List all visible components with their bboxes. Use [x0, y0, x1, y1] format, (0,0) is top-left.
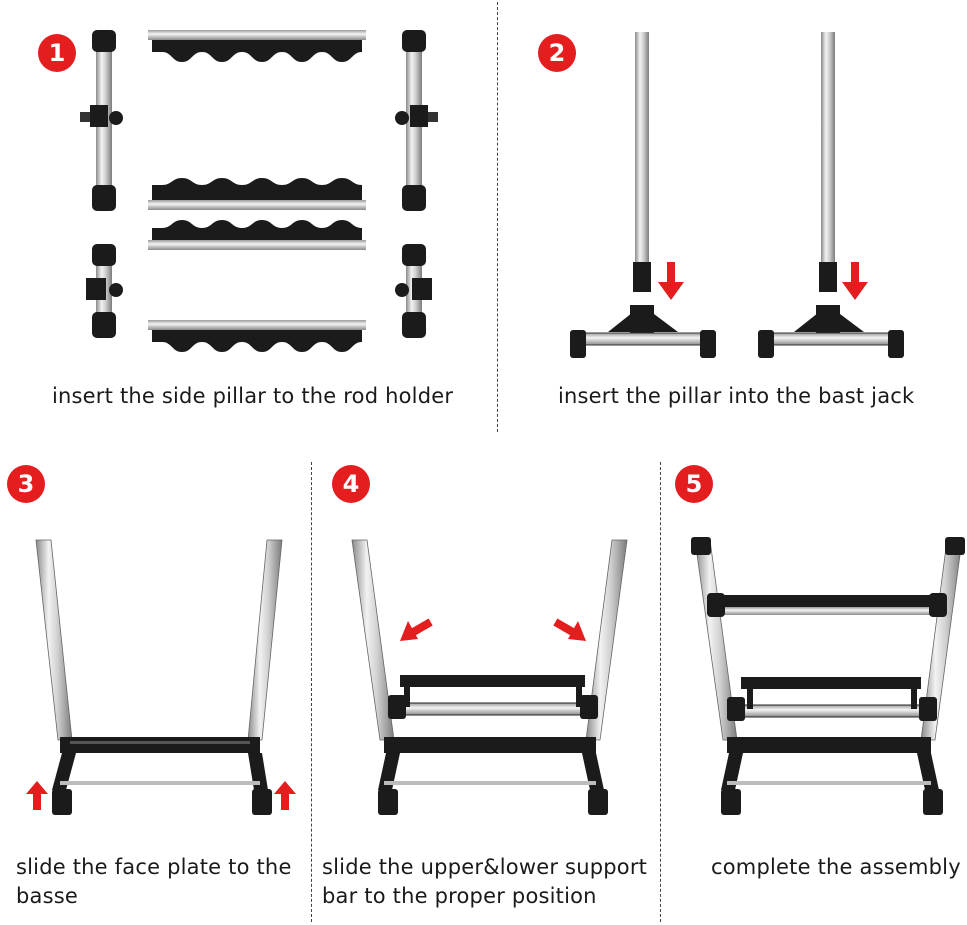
step-2-panel: 2 insert the pillar into the bast jack [498, 0, 967, 440]
step-5-illustration [691, 537, 965, 815]
step-2-caption: insert the pillar into the bast jack [558, 384, 915, 408]
step-3-badge: 3 [7, 465, 45, 503]
up-arrow-icon [26, 781, 48, 810]
step-1-illustration [80, 30, 438, 352]
step-5-badge: 5 [675, 465, 713, 503]
down-arrow-icon [658, 262, 684, 300]
step-3-panel: 3 slide the face plate to the basse [0, 455, 311, 925]
step-3-illustration [35, 539, 283, 815]
down-arrow-icon [842, 262, 868, 300]
step-5-panel: 5 complete the assembly [661, 455, 967, 925]
divider-bottom-left [311, 462, 312, 922]
step-1-badge: 1 [38, 34, 76, 72]
step-4-badge: 4 [332, 465, 370, 503]
diagonal-arrow-icon [553, 618, 586, 641]
step-5-caption: complete the assembly [711, 855, 961, 879]
divider-bottom-right [660, 462, 661, 922]
step-1-panel: 1 [0, 0, 497, 440]
diagonal-arrow-icon [400, 618, 433, 641]
step-2-badge: 2 [538, 34, 576, 72]
step-4-panel: 4 slide the upper&lower support bar to t… [312, 455, 660, 925]
step-2-illustration [570, 32, 904, 358]
up-arrow-icon [274, 781, 296, 810]
step-3-caption: slide the face plate to the basse [16, 855, 292, 908]
divider-top [497, 2, 498, 432]
step-4-caption: slide the upper&lower support bar to the… [322, 855, 648, 908]
step-1-caption: insert the side pillar to the rod holder [52, 384, 454, 408]
step-4-illustration [351, 539, 628, 815]
